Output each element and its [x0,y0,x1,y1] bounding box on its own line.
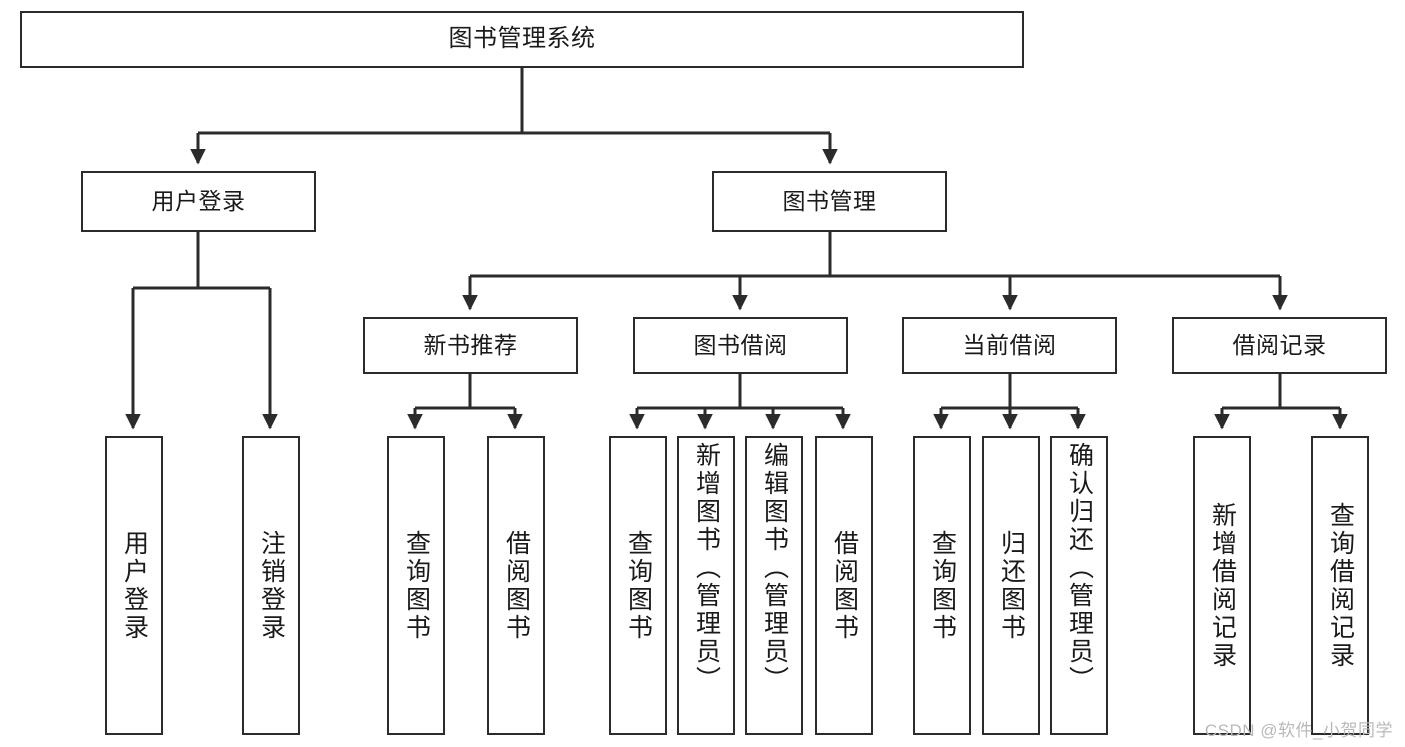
node-label: 用户登录 [120,529,149,642]
node-book-management-system[interactable]: 图书管理系统 [20,11,1024,68]
leaf-user-login[interactable]: 用户登录 [105,436,163,735]
leaf-borrow-book-recommend[interactable]: 借阅图书 [487,436,545,735]
node-label: 新增借阅记录 [1208,501,1237,670]
node-label: 借阅记录 [1232,331,1327,358]
leaf-query-book-recommend[interactable]: 查询图书 [387,436,445,735]
node-label: 查询图书 [928,529,957,642]
leaf-confirm-return-admin[interactable]: 确认归还（管理员） [1050,436,1108,735]
leaf-query-book-current[interactable]: 查询图书 [913,436,971,735]
node-user-login[interactable]: 用户登录 [81,171,316,232]
node-label: 当前借阅 [962,331,1057,358]
node-label: 查询借阅记录 [1326,501,1355,670]
leaf-query-borrow-record[interactable]: 查询借阅记录 [1311,436,1369,735]
leaf-logout-login[interactable]: 注销登录 [242,436,300,735]
node-book-borrowing[interactable]: 图书借阅 [633,317,848,374]
node-label: 图书管理 [782,187,877,214]
node-label: 查询图书 [624,529,653,642]
node-label: 图书借阅 [693,331,788,358]
node-label: 归还图书 [997,529,1026,642]
node-current-borrowing[interactable]: 当前借阅 [902,317,1117,374]
node-borrow-records[interactable]: 借阅记录 [1172,317,1387,374]
node-label: 查询图书 [402,529,431,642]
node-label: 借阅图书 [502,529,531,642]
node-book-management[interactable]: 图书管理 [712,171,947,232]
node-label: 注销登录 [257,529,286,642]
node-label: 确认归还（管理员） [1065,442,1094,694]
node-label: 新增图书（管理员） [692,442,721,694]
node-label: 借阅图书 [830,529,859,642]
node-label: 图书管理系统 [448,25,596,53]
leaf-add-book-admin[interactable]: 新增图书（管理员） [677,436,735,735]
leaf-edit-book-admin[interactable]: 编辑图书（管理员） [745,436,803,735]
leaf-return-book[interactable]: 归还图书 [982,436,1040,735]
node-new-book-recommendation[interactable]: 新书推荐 [363,317,578,374]
node-label: 编辑图书（管理员） [760,442,789,694]
leaf-borrow-book[interactable]: 借阅图书 [815,436,873,735]
leaf-add-borrow-record[interactable]: 新增借阅记录 [1193,436,1251,735]
node-label: 新书推荐 [423,331,518,358]
node-label: 用户登录 [151,187,246,214]
leaf-query-book-borrow[interactable]: 查询图书 [609,436,667,735]
